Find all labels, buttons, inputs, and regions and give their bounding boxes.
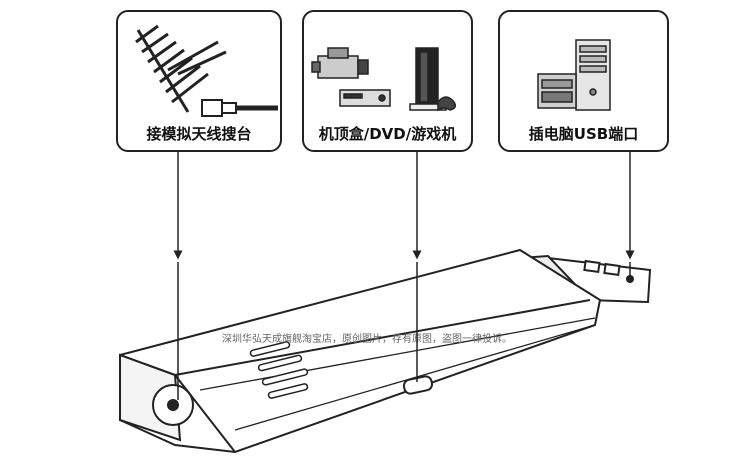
usb-card-label: 插电脑USB端口 [528,125,639,143]
settop-card-label: 机顶盒/DVD/游戏机 [318,125,457,143]
desktop-computer-icon [537,39,611,111]
settop-card: 机顶盒/DVD/游戏机 [302,10,473,152]
antenna-card: 接模拟天线搜台 [116,10,282,152]
usb-dot [626,275,634,283]
camcorder-icon [311,47,369,79]
watermark-text: 深圳华弘天成旗舰淘宝店，原创图片，存有原图，盗图一律投诉。 [222,332,512,345]
settop-console-icon [311,47,457,112]
dvd-player-icon [339,89,391,107]
tv-stick-body [119,248,602,454]
antenna-icon [135,24,278,117]
antenna-port [152,384,194,426]
usb-card: 插电脑USB端口 [498,10,669,152]
vent-slots [249,341,309,399]
antenna-card-label: 接模拟天线搜台 [146,125,252,143]
game-console-icon [409,47,457,112]
